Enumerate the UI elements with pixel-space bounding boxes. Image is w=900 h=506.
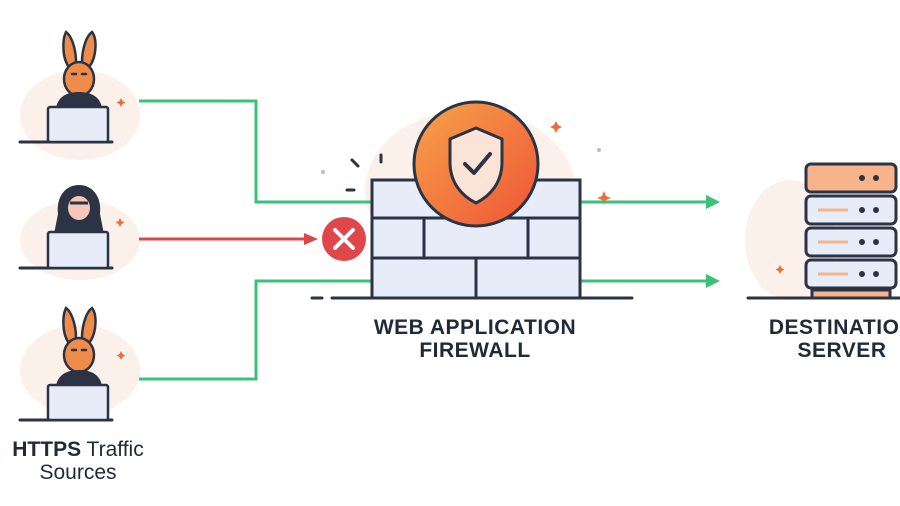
destination-label-line2: SERVER [797,339,887,362]
blocked-arrowhead-icon [304,233,318,245]
rabbit-user-icon [46,30,110,144]
server-rack-icon [804,162,898,300]
destination-label: DESTINATION SERVER [762,316,900,362]
arrow-right-icon [706,274,720,288]
sources-label-rest: Traffic [81,438,144,461]
destination-label-line1: DESTINATION [768,316,900,339]
firewall-label-line1: WEB APPLICATION [373,316,577,339]
firewall-label: WEB APPLICATION FIREWALL [340,316,610,362]
rabbit-user-icon [46,306,110,422]
blocked-flow [139,233,318,245]
arrow-right-icon [706,195,720,209]
allowed-flow-top [139,99,372,204]
shield-check-icon [412,100,540,228]
output-flow-top [580,195,720,209]
sources-label-line2: Sources [39,461,117,484]
sparkle-icons [115,98,785,360]
impact-marks [345,153,383,192]
sources-label-line1: HTTPS Traffic [0,438,156,461]
sources-label: HTTPS Traffic Sources [0,438,156,484]
output-flow-bottom [580,274,720,288]
blocked-x-icon [322,217,366,261]
allowed-flow-bottom [139,279,372,381]
firewall-label-line2: FIREWALL [419,339,531,362]
hooded-attacker-icon [46,185,110,270]
sources-label-bold: HTTPS [12,438,82,461]
